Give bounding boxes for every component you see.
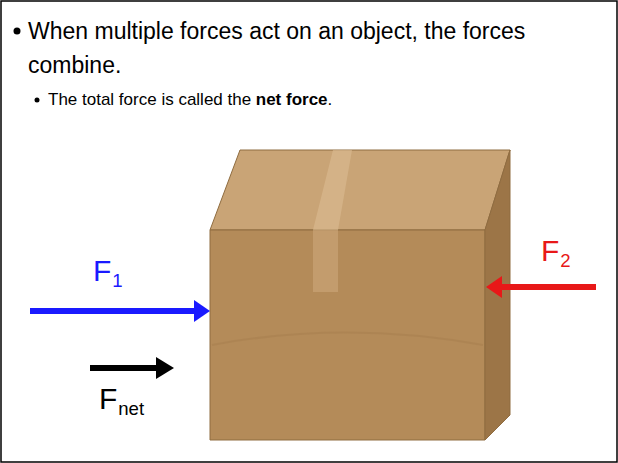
label-text: The total force is called the [48, 90, 251, 109]
label-text: F [93, 254, 111, 287]
arrow-head [156, 357, 174, 379]
cardboard-box [210, 150, 510, 440]
force-arrow-2 [486, 276, 596, 298]
arrow-head [194, 300, 210, 322]
force-label: Fnet [99, 384, 144, 414]
box-crease [212, 333, 483, 346]
label-text: . [328, 90, 333, 109]
label-text: When multiple forces act on an object, t… [28, 18, 525, 78]
box-tape [313, 230, 338, 292]
bold-term: net force [256, 90, 328, 109]
subscript: net [118, 398, 144, 419]
box-top [210, 150, 510, 230]
box-side [485, 150, 510, 440]
subscript: 2 [560, 250, 570, 271]
force-arrow-1 [30, 300, 210, 322]
subscript: 1 [112, 270, 122, 291]
box-front [210, 230, 485, 440]
box-tape [313, 150, 352, 230]
bullet-dot [35, 98, 40, 103]
force-label: F1 [93, 256, 123, 286]
sub-bullet-text: The total force is called the net force. [48, 91, 332, 108]
net-force-arrow [90, 357, 174, 379]
bullet-dot [14, 28, 21, 35]
arrow-shaft [90, 365, 158, 371]
arrow-shaft [500, 284, 596, 290]
label-text: F [99, 382, 117, 415]
label-text: F [541, 234, 559, 267]
force-label: F2 [541, 236, 571, 266]
arrow-head [486, 276, 502, 298]
bullet-text: When multiple forces act on an object, t… [28, 14, 588, 82]
arrow-shaft [30, 308, 196, 314]
